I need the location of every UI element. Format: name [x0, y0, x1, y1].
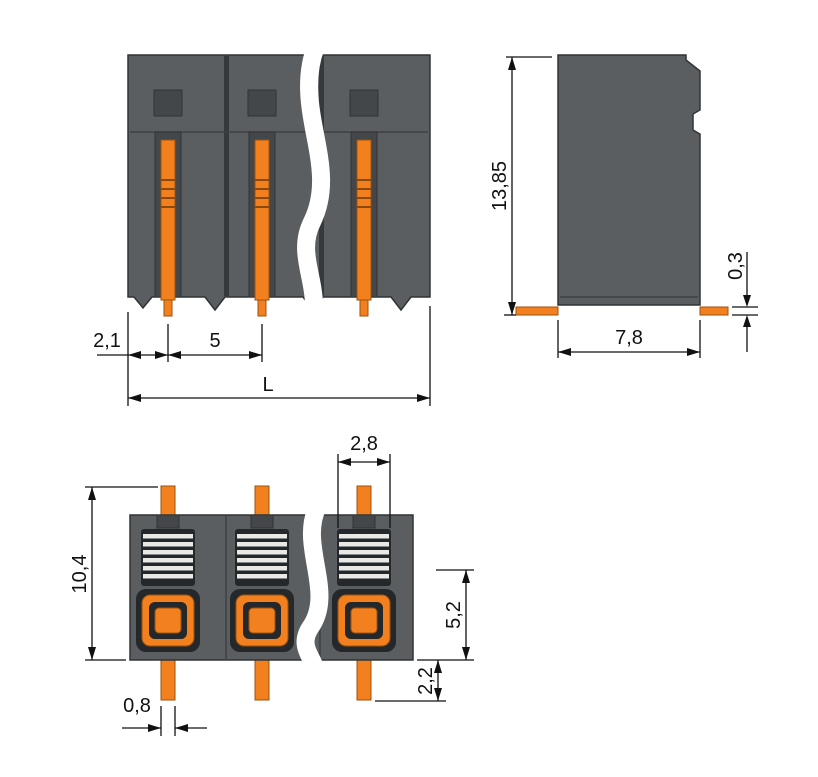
break-line: [297, 42, 330, 330]
dim-label-pin-protrusion: 2,2: [415, 667, 437, 695]
dim-front-total-length: L: [128, 306, 431, 406]
dim-label-depth: 7,8: [615, 327, 643, 349]
push-button-3: [332, 589, 396, 652]
front-contact-pin-3: [350, 131, 378, 317]
dim-label-pusher-to-edge: 5,2: [443, 601, 465, 629]
push-button-1: [136, 589, 200, 652]
dim-label-pin-width: 0,8: [123, 695, 151, 717]
top-pin-up-3: [356, 485, 372, 517]
side-view: [515, 54, 729, 316]
front-latch-window: [153, 89, 183, 117]
dim-top-pusher-to-edge: 5,2: [417, 569, 474, 661]
top-pin-collar: [352, 514, 376, 529]
dim-top-clamp-width: 2,8: [337, 433, 391, 528]
clamp-window-3: [337, 529, 391, 586]
dim-side-height: 13,85: [489, 56, 552, 316]
dim-front-pitch: 5: [168, 324, 263, 362]
dim-label-total-length: L: [262, 374, 273, 396]
dim-label-pitch: 5: [209, 330, 220, 352]
top-pin-down-3: [356, 659, 372, 701]
top-pin-up-1: [160, 485, 176, 517]
dim-label-edge-to-pin: 2,1: [93, 330, 121, 352]
side-solder-pad-right: [699, 306, 729, 316]
break-line: [296, 501, 329, 679]
clamp-window-2: [235, 529, 289, 586]
top-pin-collar: [250, 514, 274, 529]
side-housing-body: [557, 54, 701, 306]
top-pin-collar: [156, 514, 180, 529]
dim-side-depth: 7,8: [557, 320, 701, 358]
dim-top-overall-depth: 10,4: [69, 486, 158, 661]
top-pin-down-2: [254, 659, 270, 701]
dim-label-pad-thickness: 0,3: [725, 252, 747, 280]
dim-top-pin-protrusion: 2,2: [375, 660, 446, 702]
clamp-window-1: [141, 529, 195, 586]
push-button-2: [230, 589, 294, 652]
front-latch-window: [349, 89, 379, 117]
front-contact-pin-1: [154, 131, 182, 317]
dim-top-pin-width: 0,8: [122, 695, 207, 736]
front-tower-gap: [224, 56, 229, 296]
dim-label-overall-depth: 10,4: [69, 555, 91, 594]
top-pin-down-1: [160, 659, 176, 701]
dim-label-clamp-width: 2,8: [350, 433, 378, 455]
top-pin-up-2: [254, 485, 270, 517]
dim-label-height: 13,85: [489, 161, 511, 211]
front-view: [127, 42, 431, 330]
side-solder-pad-left: [515, 306, 559, 316]
top-view: [129, 485, 414, 701]
dim-side-pad-thickness: 0,3: [725, 252, 758, 352]
front-latch-window: [247, 89, 277, 117]
dim-front-edge-to-pin: 2,1: [93, 312, 262, 406]
front-contact-pin-2: [248, 131, 276, 317]
